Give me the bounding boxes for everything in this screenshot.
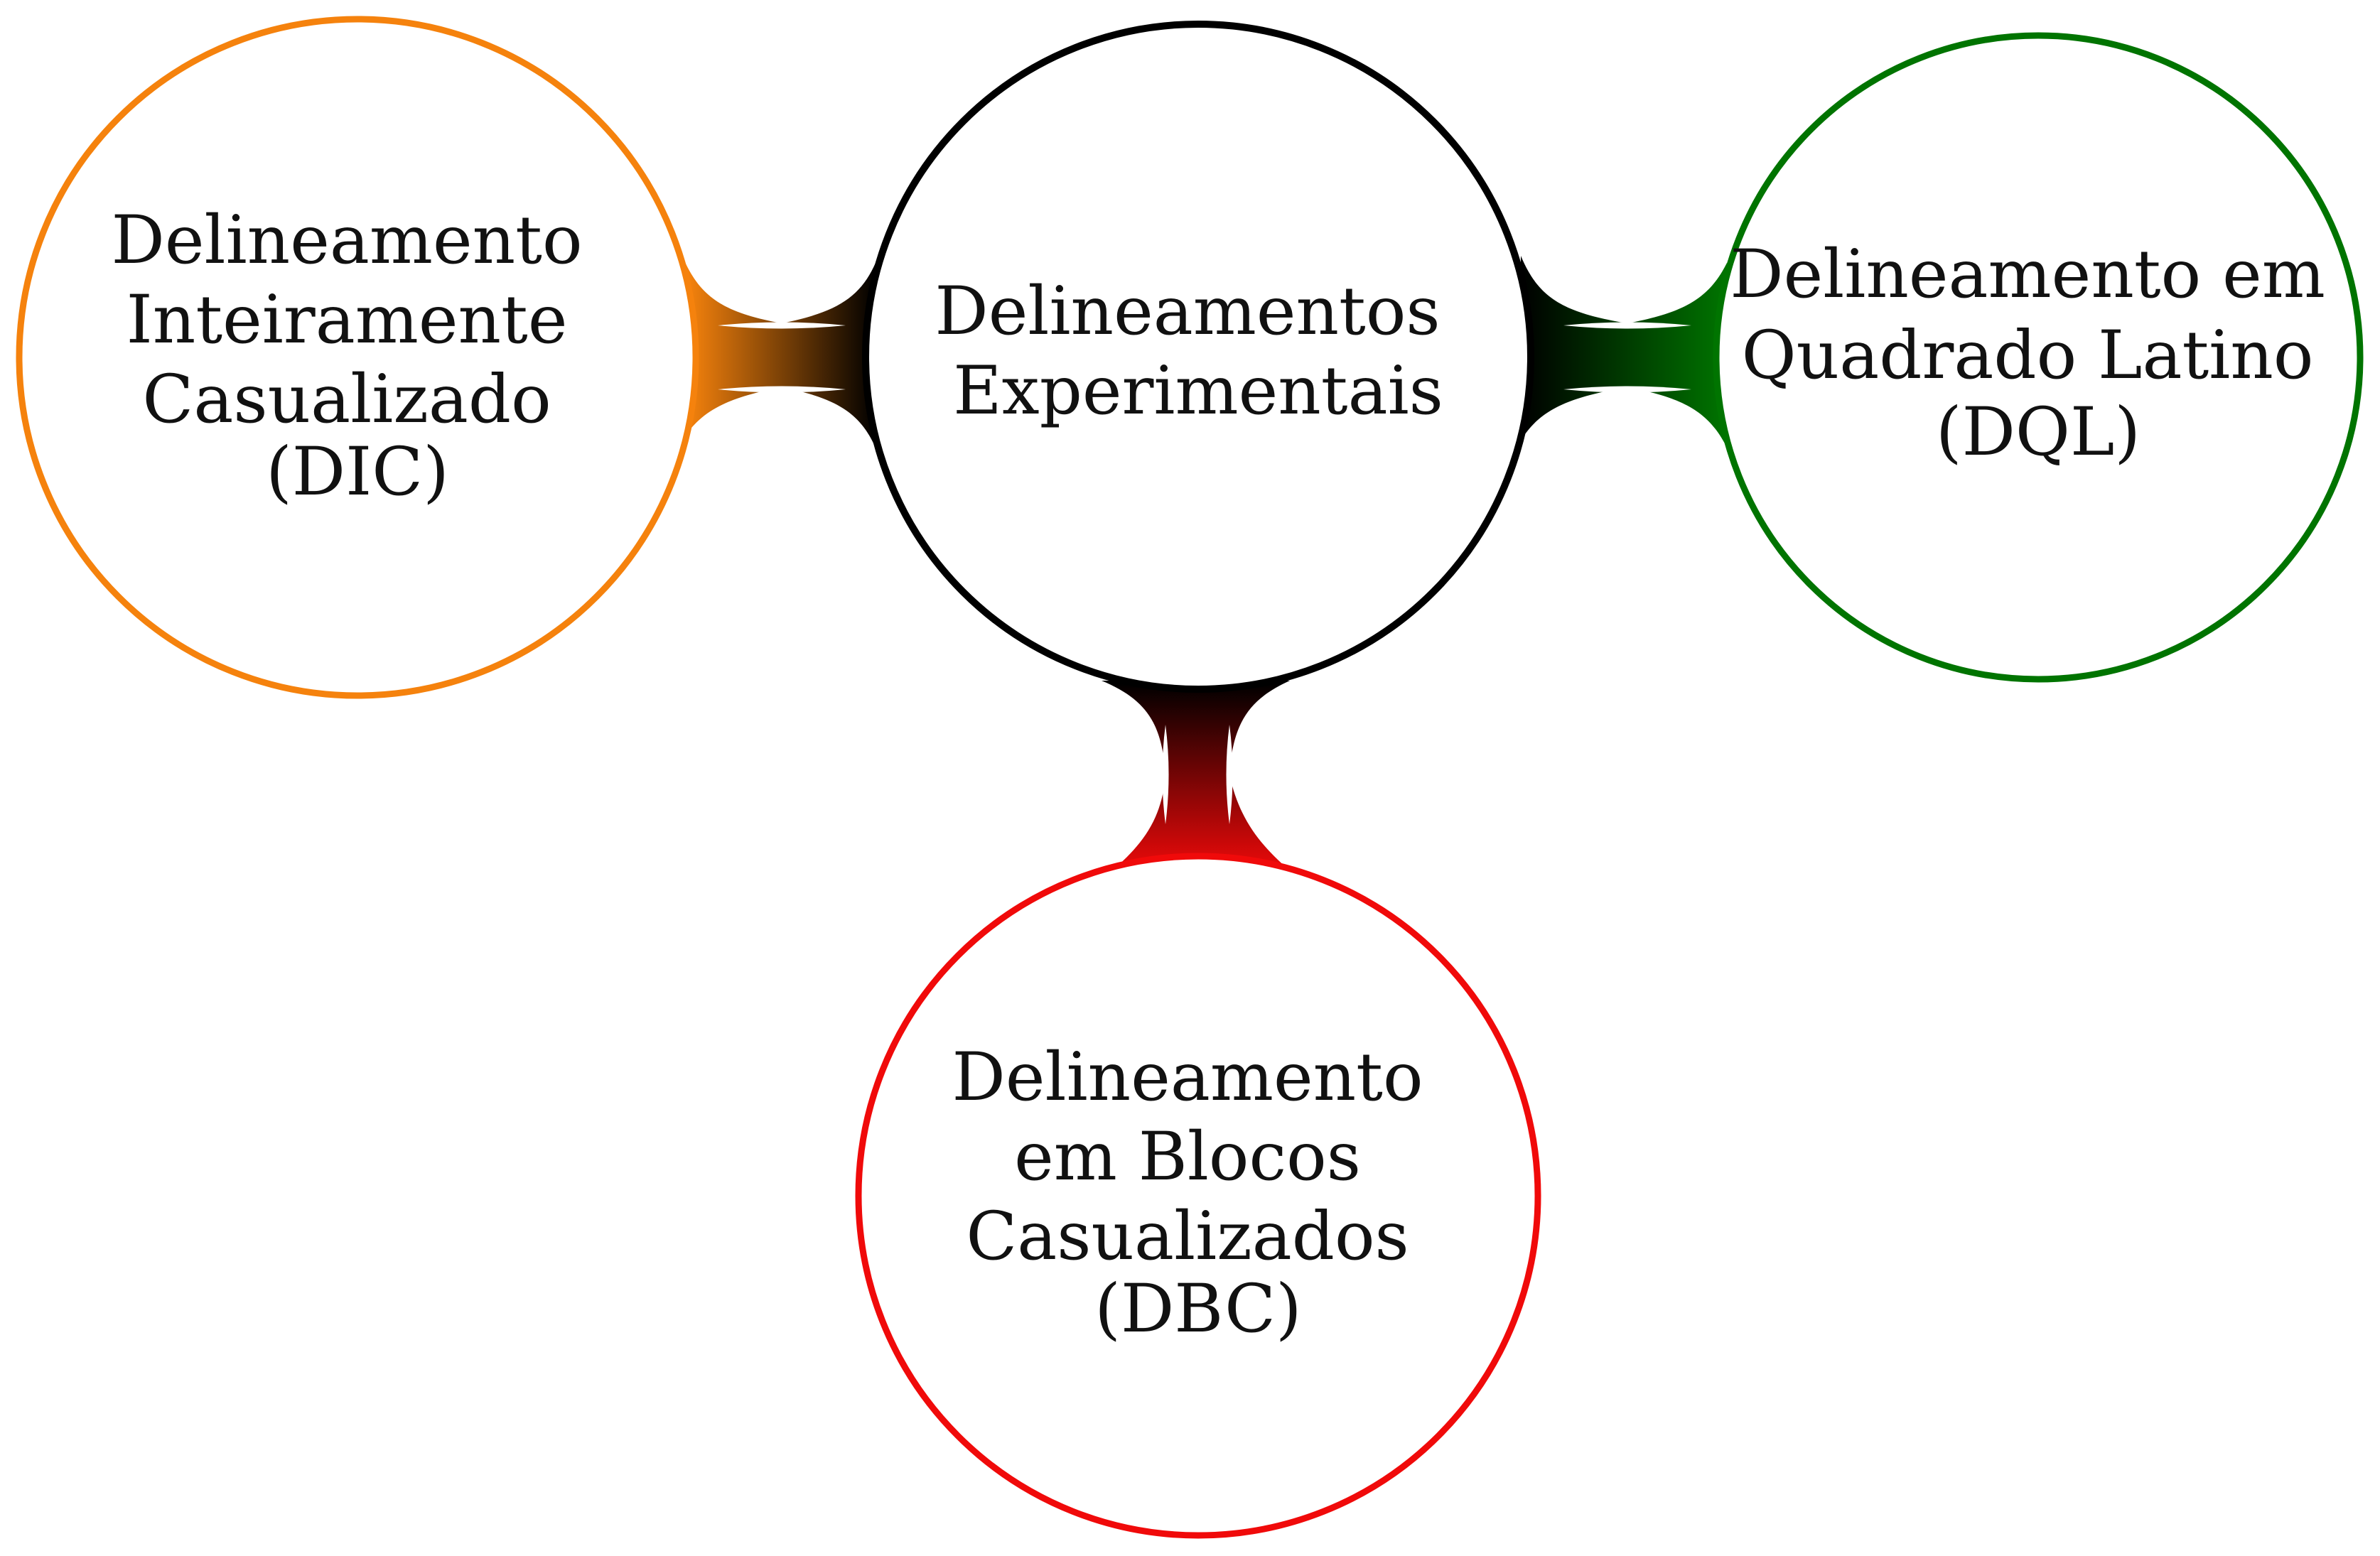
connector-center-dbc xyxy=(1102,681,1293,874)
dic-node-circle xyxy=(16,16,699,699)
dql-label-line-1: Delineamento em xyxy=(1730,236,2325,313)
center-node: Delineamentos Experimentais xyxy=(862,21,1534,693)
dbc-label-line-3: Casualizados xyxy=(966,1198,1409,1275)
dql-node: Delineamento em Quadrado Latino (DQL) xyxy=(1713,32,2364,683)
dbc-label-line-4: (DBC) xyxy=(1094,1270,1301,1348)
dbc-node-circle xyxy=(855,853,1541,1539)
dic-label-line-2: Inteiramente xyxy=(126,281,568,359)
dic-label-line-1: Delineamento xyxy=(112,202,583,279)
dbc-label-line-1: Delineamento xyxy=(952,1039,1423,1116)
dbc-label-line-2: em Blocos xyxy=(1014,1118,1361,1196)
connector-center-dic xyxy=(682,256,876,448)
center-label-line-2: Experimentais xyxy=(953,352,1443,430)
dbc-node-label: Delineamento em Blocos Casualizados (DBC… xyxy=(952,1039,1445,1348)
dql-label-line-3: (DQL) xyxy=(1936,394,2141,471)
dic-label-line-4: (DIC) xyxy=(266,433,449,511)
dic-node: Delineamento Inteiramente Casualizado (D… xyxy=(16,16,699,699)
connector-center-dql xyxy=(1521,256,1727,448)
center-node-circle xyxy=(862,21,1534,693)
dbc-node: Delineamento em Blocos Casualizados (DBC… xyxy=(855,853,1541,1539)
dic-label-line-3: Casualizado xyxy=(142,361,551,438)
center-label-line-1: Delineamentos xyxy=(935,273,1440,350)
dql-node-circle xyxy=(1713,32,2364,683)
center-node-label: Delineamentos Experimentais xyxy=(935,273,1461,430)
dic-node-label: Delineamento Inteiramente Casualizado (D… xyxy=(112,202,604,511)
dql-label-line-2: Quadrado Latino xyxy=(1742,317,2314,394)
dql-node-label: Delineamento em Quadrado Latino (DQL) xyxy=(1730,236,2347,471)
